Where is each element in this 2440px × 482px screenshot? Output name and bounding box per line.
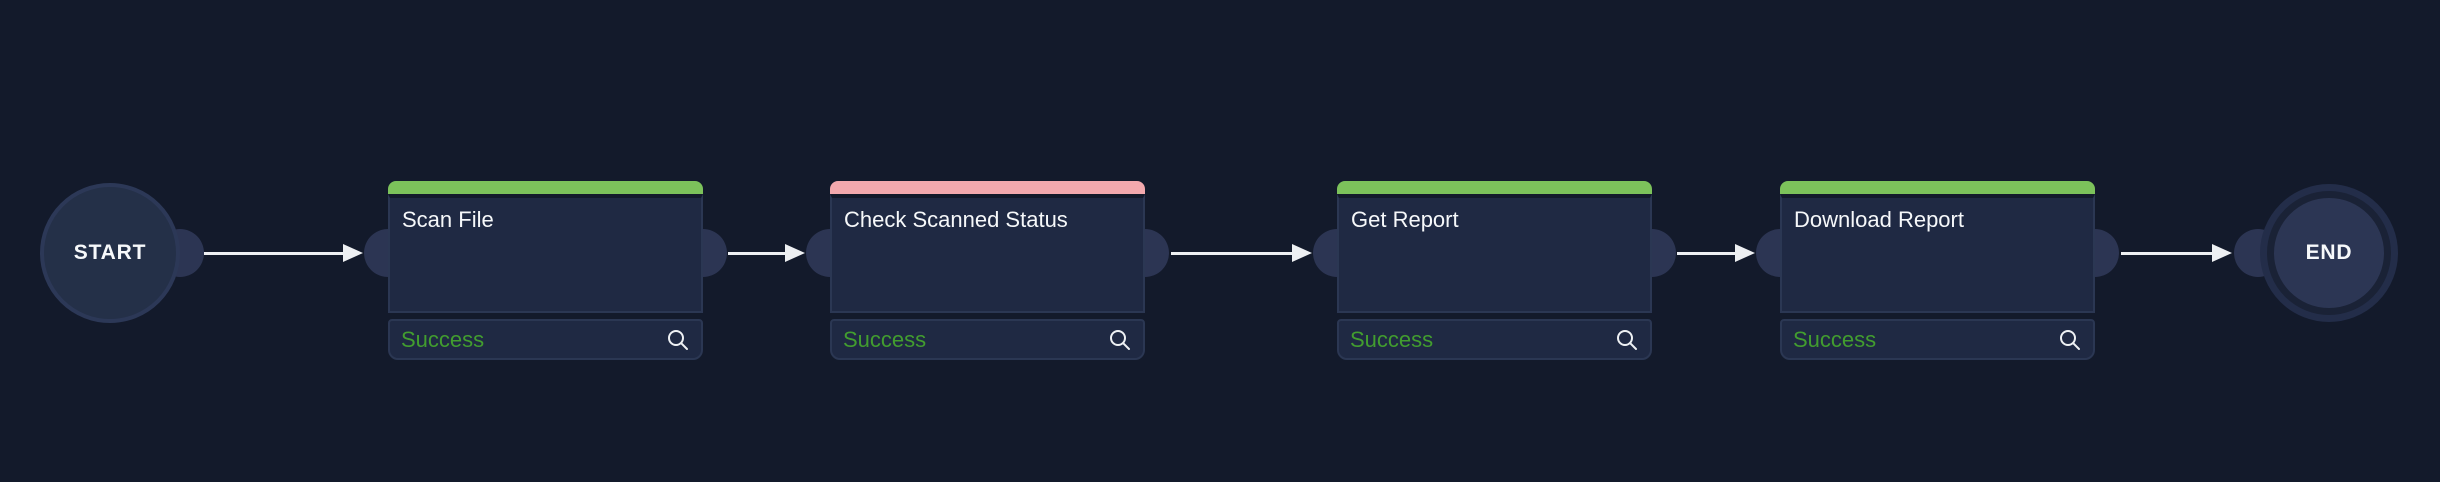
task-node-get-report[interactable]: Get Report Success — [1337, 181, 1652, 360]
arrow-line — [728, 251, 786, 255]
task-node-title: Get Report — [1351, 207, 1459, 232]
status-label: Success — [1793, 326, 1877, 352]
status-color-bar — [830, 181, 1145, 194]
status-label: Success — [1350, 326, 1434, 352]
task-node-title: Check Scanned Status — [844, 207, 1068, 232]
arrow-line — [1677, 251, 1736, 255]
task-node-footer: Success — [1780, 319, 2095, 360]
status-label: Success — [843, 326, 927, 352]
magnifier-icon[interactable] — [2058, 328, 2082, 352]
arrow-head-icon — [1735, 244, 1755, 262]
arrow-head-icon — [343, 244, 363, 262]
arrow-head-icon — [785, 244, 805, 262]
arrow-line — [2121, 251, 2213, 255]
arrow-line — [1171, 251, 1293, 255]
task-node-title: Scan File — [402, 207, 494, 232]
status-label: Success — [401, 326, 485, 352]
status-color-bar — [1780, 181, 2095, 194]
status-color-bar — [388, 181, 703, 194]
task-node-body: Scan File — [388, 194, 703, 313]
task-node-title: Download Report — [1794, 207, 1964, 232]
task-node-footer: Success — [830, 319, 1145, 360]
start-node[interactable]: START — [40, 183, 180, 323]
task-node-body: Get Report — [1337, 194, 1652, 313]
start-node-label: START — [73, 241, 147, 264]
task-node-footer: Success — [1337, 319, 1652, 360]
arrow-line — [204, 251, 344, 255]
status-color-bar — [1337, 181, 1652, 194]
arrow-head-icon — [2212, 244, 2232, 262]
magnifier-icon[interactable] — [1615, 328, 1639, 352]
task-node-body: Download Report — [1780, 194, 2095, 313]
task-node-check-scanned-status[interactable]: Check Scanned Status Success — [830, 181, 1145, 360]
end-node-label: END — [2305, 241, 2353, 264]
magnifier-icon[interactable] — [1108, 328, 1132, 352]
arrow-head-icon — [1292, 244, 1312, 262]
end-node[interactable]: END — [2260, 184, 2398, 322]
task-node-download-report[interactable]: Download Report Success — [1780, 181, 2095, 360]
magnifier-icon[interactable] — [666, 328, 690, 352]
task-node-footer: Success — [388, 319, 703, 360]
task-node-body: Check Scanned Status — [830, 194, 1145, 313]
task-node-scan-file[interactable]: Scan File Success — [388, 181, 703, 360]
end-node-inner-circle: END — [2274, 198, 2384, 308]
